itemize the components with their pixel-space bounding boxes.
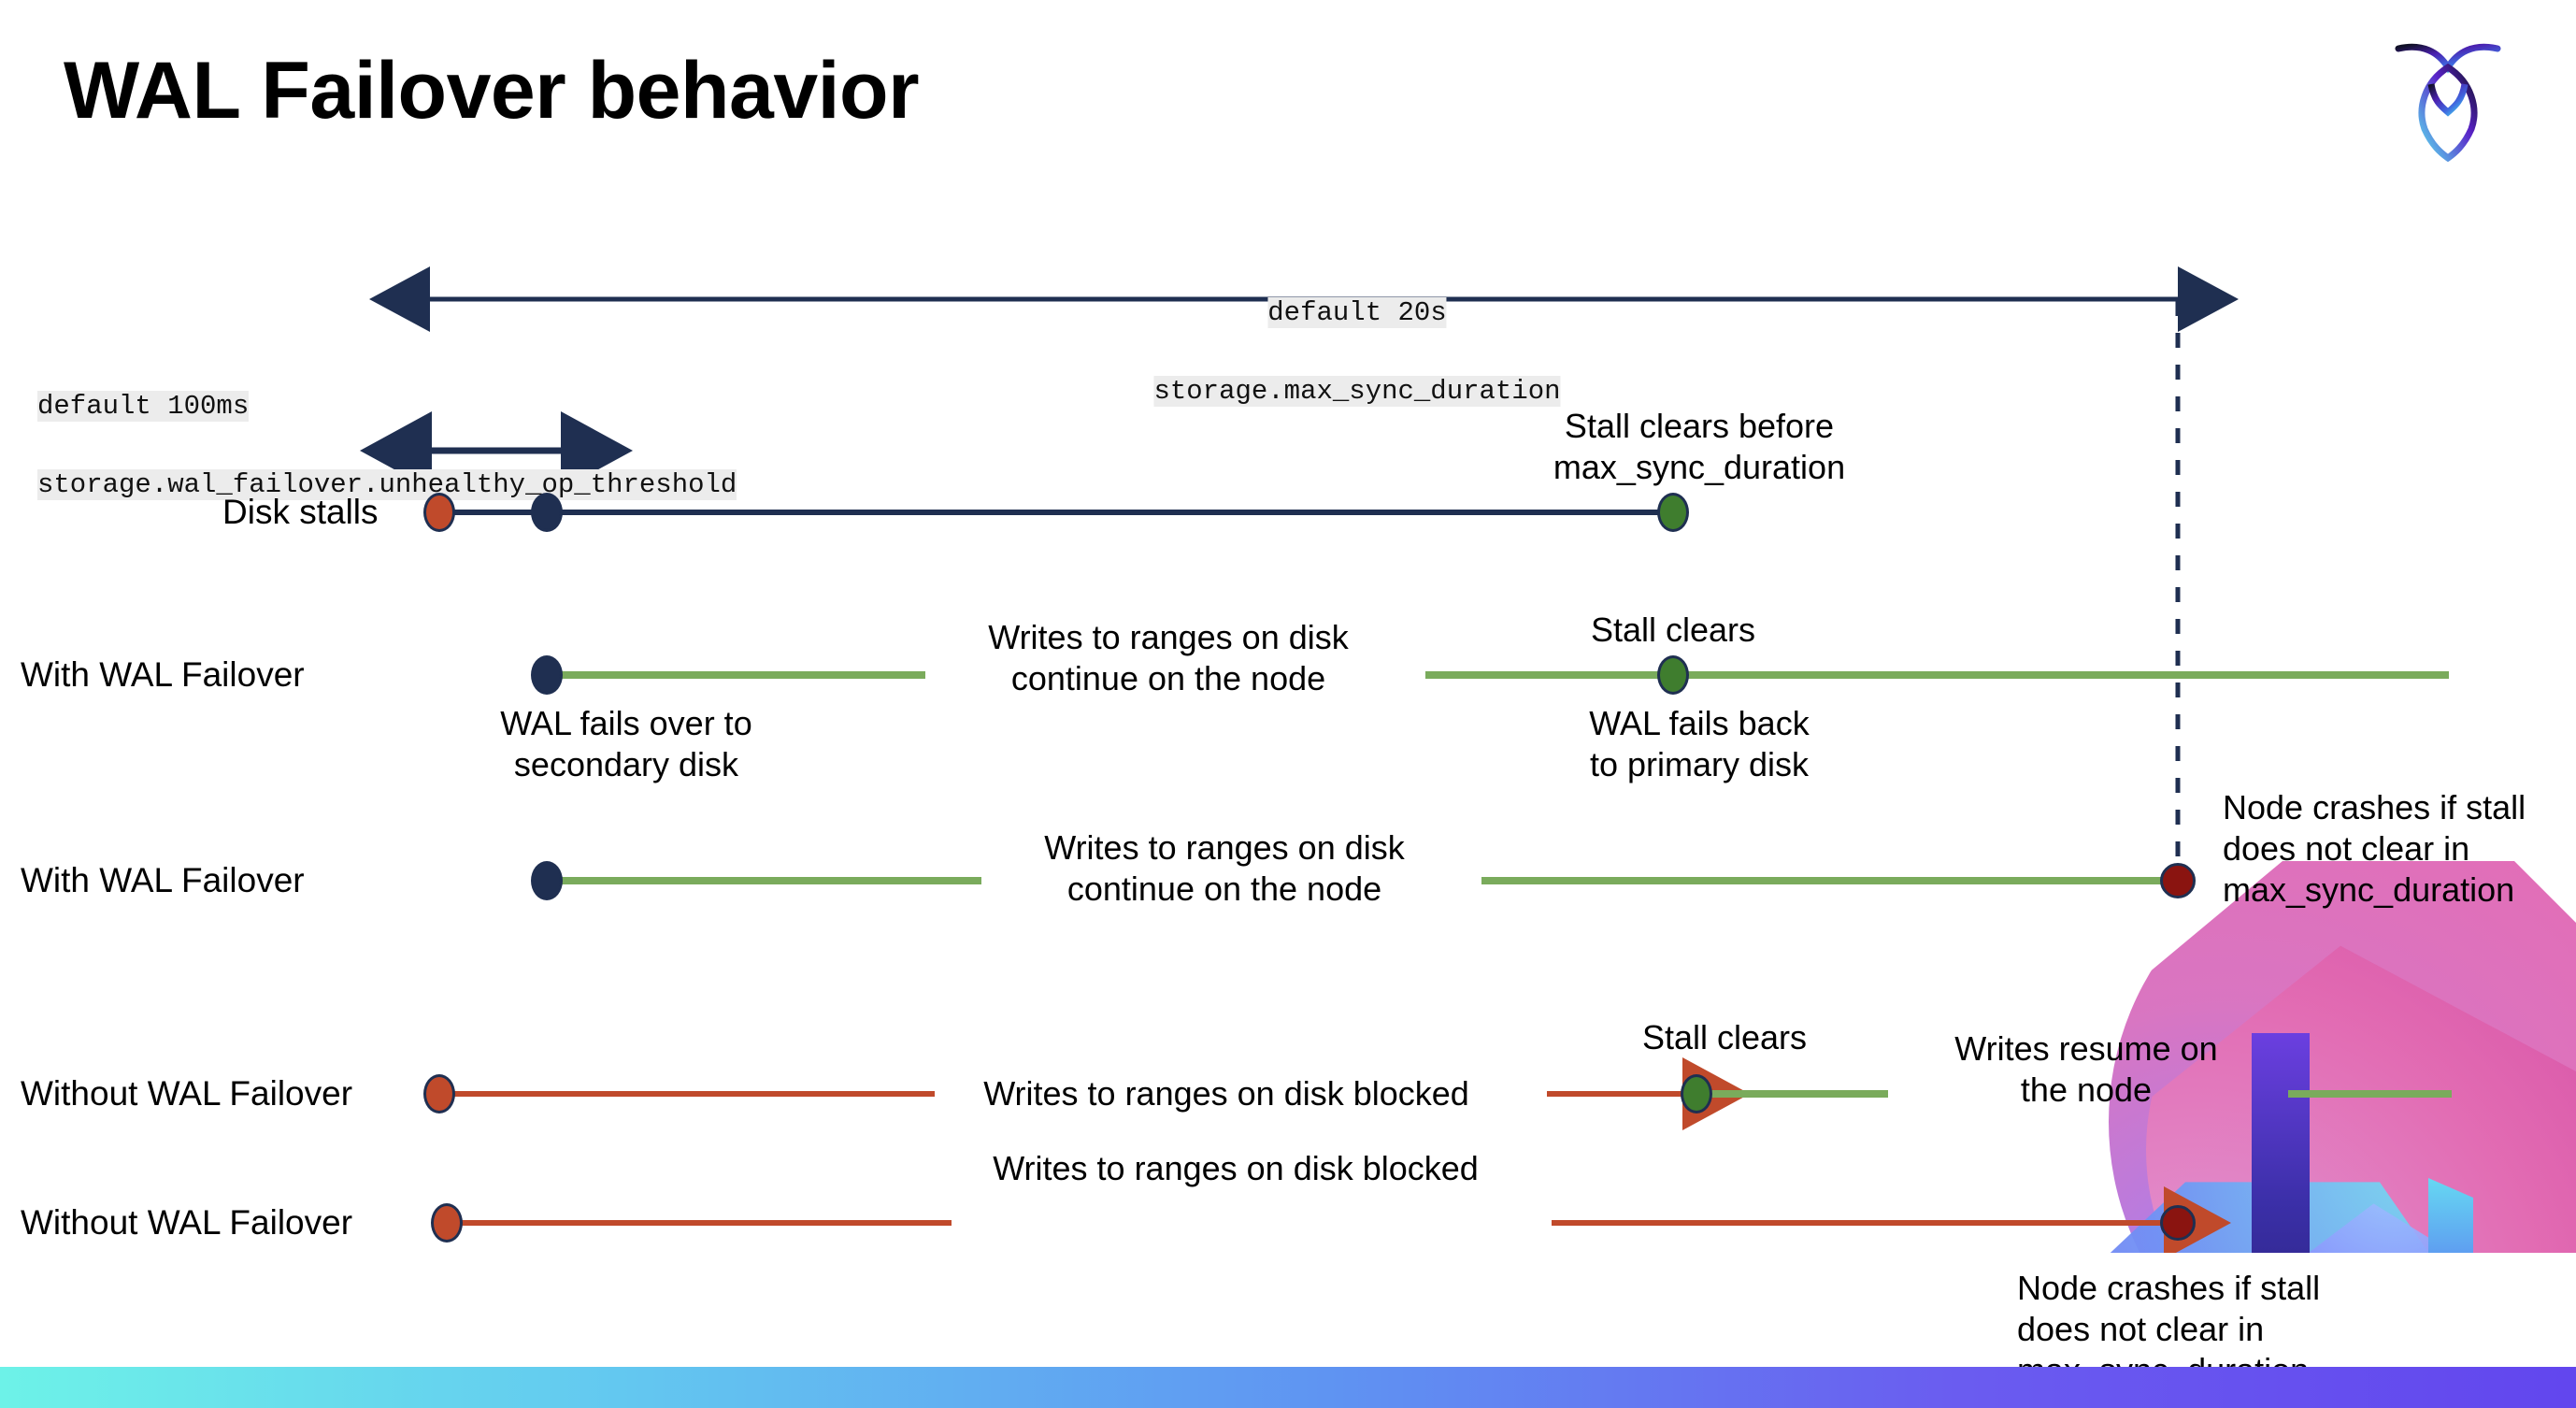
max-sync-duration-setting: storage.max_sync_duration xyxy=(1153,376,1561,408)
row-label-with-wal-failover-2: With WAL Failover xyxy=(21,861,305,899)
note-writes-blocked-row5: Writes to ranges on disk blocked xyxy=(993,1149,1479,1187)
without-wal-1-stall-clears-dot xyxy=(1681,1074,1712,1113)
max-sync-duration-annotation: default 20s storage.max_sync_duration xyxy=(1153,254,1561,451)
disk-stall-clears-dot xyxy=(1657,493,1689,532)
note-stall-clears-before-max-sync: Stall clears before max_sync_duration xyxy=(1553,407,1846,486)
disk-stalls-line xyxy=(437,510,1675,515)
unhealthy-op-threshold-setting: storage.wal_failover.unhealthy_op_thresh… xyxy=(37,469,737,501)
unhealthy-op-threshold-default: default 100ms xyxy=(37,391,250,423)
disk-stall-threshold-dot xyxy=(531,493,563,532)
note-writes-continue-row2: Writes to ranges on disk continue on the… xyxy=(988,618,1349,697)
with-wal-failover-1-line-left xyxy=(547,671,925,679)
without-wal-failover-1-line-far-right xyxy=(2288,1090,2452,1098)
disk-stall-start-dot xyxy=(423,493,455,532)
note-writes-resume-row4: Writes resume on the node xyxy=(1954,1029,2218,1109)
unhealthy-op-threshold-annotation: default 100ms storage.wal_failover.unhea… xyxy=(37,348,737,544)
page-title: WAL Failover behavior xyxy=(64,46,920,136)
wal-failover-1-stall-clears-dot xyxy=(1657,655,1689,695)
with-wal-failover-2-line-right xyxy=(1481,877,2178,884)
without-wal-1-start-dot xyxy=(423,1074,455,1113)
max-sync-duration-default: default 20s xyxy=(1267,297,1447,329)
without-wal-2-crash-dot xyxy=(2160,1205,2196,1241)
note-wal-fails-over-to-secondary: WAL fails over to secondary disk xyxy=(500,704,752,783)
without-wal-failover-1-line-left xyxy=(439,1091,935,1097)
with-wal-failover-2-line-left xyxy=(547,877,981,884)
wal-failover-2-start-dot xyxy=(531,861,563,900)
note-writes-blocked-row4: Writes to ranges on disk blocked xyxy=(983,1074,1469,1113)
row-label-with-wal-failover-1: With WAL Failover xyxy=(21,655,305,694)
row-label-without-wal-failover-2: Without WAL Failover xyxy=(21,1203,353,1242)
without-wal-failover-2-line-left xyxy=(447,1220,952,1226)
note-node-crashes-row3: Node crashes if stall does not clear in … xyxy=(2223,788,2526,909)
note-writes-continue-row3: Writes to ranges on disk continue on the… xyxy=(1044,828,1405,908)
note-stall-clears-row2: Stall clears xyxy=(1590,611,1756,649)
note-stall-clears-row4: Stall clears xyxy=(1641,1018,1808,1056)
bottom-gradient-bar xyxy=(0,1367,2576,1408)
without-wal-2-start-dot xyxy=(431,1203,463,1243)
row-label-without-wal-failover-1: Without WAL Failover xyxy=(21,1074,353,1113)
note-wal-fails-back-to-primary: WAL fails back to primary disk xyxy=(1589,704,1810,783)
cockroachdb-logo xyxy=(2387,28,2509,164)
with-wal-failover-1-line-right xyxy=(1425,671,2449,679)
wal-failover-1-start-dot xyxy=(531,655,563,695)
wal-failover-2-crash-dot xyxy=(2160,863,2196,898)
row-label-disk-stalls: Disk stalls xyxy=(222,493,379,531)
without-wal-failover-1-line-right xyxy=(1696,1090,1888,1098)
